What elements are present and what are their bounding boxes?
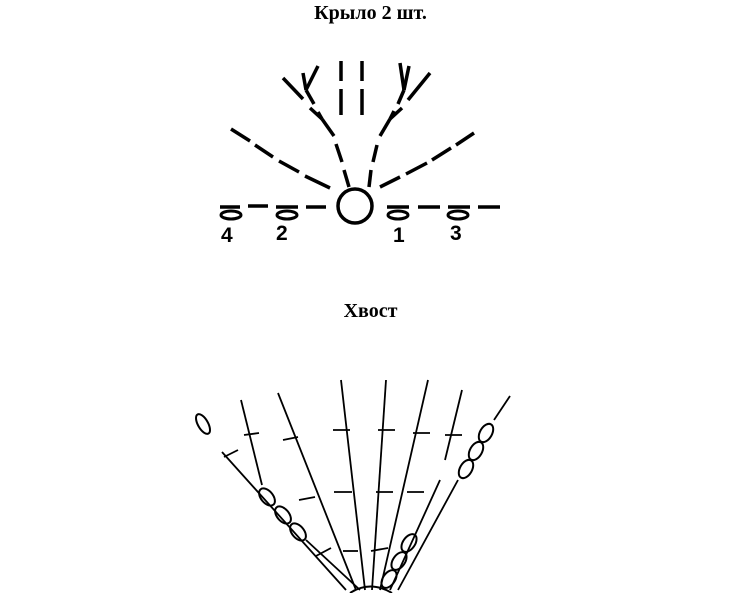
tail-ray-right-3 (379, 379, 429, 591)
tail-ray-outer-right (493, 395, 511, 421)
wing-right-diagonal (379, 131, 475, 189)
tail-ray-left-2 (240, 399, 263, 486)
wing-center-verticals (339, 61, 364, 115)
row-number-2: 2 (276, 222, 288, 245)
tail-base-ring (349, 585, 393, 593)
tail-ray-center-left (340, 379, 366, 591)
wing-title: Крыло 2 шт. (314, 2, 427, 24)
tail-chain-left (258, 487, 307, 542)
tail-diagram (195, 379, 511, 593)
wing-left-branch (281, 65, 351, 188)
wing-right-branch (367, 62, 432, 188)
wing-diagram (219, 61, 500, 225)
tail-chain-right (457, 422, 495, 480)
wing-base-chain (220, 204, 500, 209)
tail-ray-left-3 (277, 392, 357, 591)
tail-title: Хвост (343, 300, 398, 322)
tail-loop (195, 413, 211, 435)
tail-ray-outer-left (221, 451, 347, 591)
tail-chain-right-lower (380, 533, 418, 589)
wing-chain-loops (219, 209, 470, 221)
tail-ray-right-2 (444, 389, 463, 461)
tail-ray-center-right (371, 379, 387, 591)
row-number-3: 3 (450, 222, 462, 245)
wing-center-ring (336, 187, 374, 225)
wing-left-diagonal (230, 127, 331, 190)
row-number-4: 4 (221, 224, 233, 247)
row-number-1: 1 (393, 224, 405, 247)
